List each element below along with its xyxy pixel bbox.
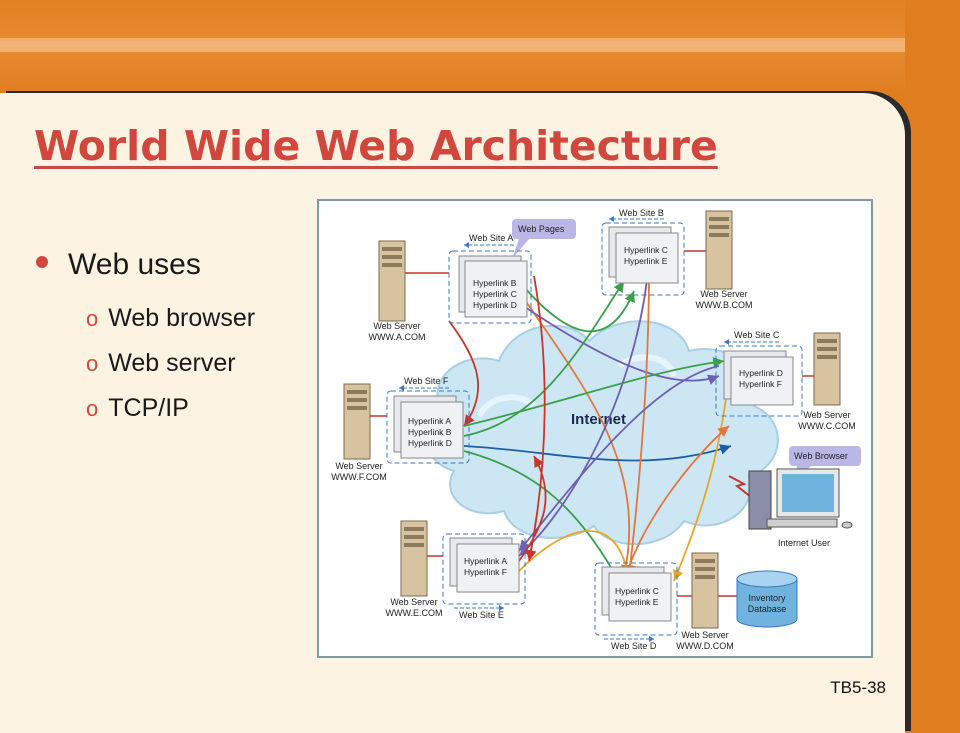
sub-item-tcp-ip: o TCP/IP [86, 394, 189, 423]
database-label-2: Database [748, 604, 787, 614]
site-a-label: Web Site A [469, 233, 513, 243]
site-f: Web Server WWW.F.COM Web Site F Hyperlin… [331, 376, 470, 482]
connection-bolt-icon [728, 475, 752, 498]
server-d-domain: WWW.D.COM [676, 641, 734, 651]
arrow-orange-a-d [518, 290, 632, 577]
site-b-link-2: Hyperlink E [624, 256, 668, 266]
site-b-label: Web Site B [619, 208, 664, 218]
bullet-text: Web uses [68, 248, 201, 281]
web-browser-label: Web Browser [794, 451, 848, 461]
sub-item-text: Web browser [108, 304, 256, 332]
server-d-label: Web Server [681, 630, 728, 640]
site-e-label: Web Site E [459, 610, 504, 620]
www-architecture-diagram: Internet Web Pages Web Server WWW.A.COM [317, 199, 873, 658]
site-c: Web Site C Hyperlink D Hyperlink F Web S… [715, 330, 856, 431]
site-f-label: Web Site F [404, 376, 449, 386]
site-a: Web Server WWW.A.COM Hyperlink B Hyperli… [369, 233, 532, 342]
site-c-link-1: Hyperlink D [739, 368, 783, 378]
right-border [905, 0, 960, 720]
internet-user: Web Browser Internet User [748, 446, 861, 548]
sub-marker-icon: o [86, 396, 99, 421]
bullet-icon [36, 256, 48, 268]
arrow-red-a-f [448, 320, 480, 427]
arrow-purple-b-e [518, 260, 650, 557]
server-a-label: Web Server [373, 321, 420, 331]
diagram-svg: Internet Web Pages Web Server WWW.A.COM [331, 208, 861, 651]
pc-tower-icon [748, 470, 772, 530]
arrow-blue-f-d [463, 444, 732, 462]
keyboard-icon [766, 518, 838, 528]
bullet-item: Web uses [36, 248, 201, 282]
server-c-domain: WWW.C.COM [798, 421, 856, 431]
web-pages-callout: Web Pages [512, 219, 576, 259]
inventory-database: Inventory Database [736, 570, 798, 628]
server-f-label: Web Server [335, 461, 382, 471]
arrow-green-f-c [463, 357, 725, 427]
slide-number: TB5-38 [830, 678, 886, 697]
sub-item-text: Web server [108, 349, 236, 377]
server-e-domain: WWW.E.COM [386, 608, 443, 618]
database-icon [736, 570, 798, 588]
server-c-label: Web Server [803, 410, 850, 420]
server-b-label: Web Server [700, 289, 747, 299]
site-d-link-1: Hyperlink C [615, 586, 659, 596]
web-pages-label: Web Pages [518, 224, 565, 234]
site-f-link-1: Hyperlink A [408, 416, 451, 426]
arrow-green-a-b [518, 280, 635, 333]
site-c-link-2: Hyperlink F [739, 379, 782, 389]
site-a-link-3: Hyperlink D [473, 300, 517, 310]
arrow-green-f-b [463, 280, 625, 437]
mouse-icon [841, 521, 853, 529]
web-browser-callout [789, 446, 861, 466]
site-c-label: Web Site C [734, 330, 780, 340]
sub-marker-icon: o [86, 351, 99, 376]
arrow-yellow-e-d [518, 530, 633, 582]
site-e-link-1: Hyperlink A [464, 556, 507, 566]
sub-item-text: TCP/IP [108, 394, 189, 422]
sub-item-web-server: o Web server [86, 349, 236, 378]
site-e-link-2: Hyperlink F [464, 567, 507, 577]
site-e: Web Server WWW.E.COM Hyperlink A Hyperli… [386, 520, 526, 620]
sub-marker-icon: o [86, 306, 99, 331]
internet-user-label: Internet User [778, 538, 830, 548]
site-d-link-2: Hyperlink E [615, 597, 659, 607]
hyperlink-arrows [448, 260, 732, 607]
server-b-domain: WWW.B.COM [696, 300, 753, 310]
site-b-link-1: Hyperlink C [624, 245, 668, 255]
arrow-orange-b-d [624, 268, 650, 577]
arrow-purple-a-c [518, 302, 720, 385]
slide-title: World Wide Web Architecture [34, 122, 718, 170]
sub-item-web-browser: o Web browser [86, 304, 255, 333]
top-stripe [0, 38, 960, 52]
site-d-label: Web Site D [611, 641, 657, 651]
site-a-link-1: Hyperlink B [473, 278, 517, 288]
site-b: Web Site B Hyperlink C Hyperlink E Web S… [601, 208, 753, 310]
server-a-domain: WWW.A.COM [369, 332, 426, 342]
internet-label: Internet [571, 411, 626, 428]
site-f-link-2: Hyperlink B [408, 427, 452, 437]
server-f-domain: WWW.F.COM [331, 472, 387, 482]
arrow-red-e-f [518, 455, 547, 562]
arrow-red-a-e [525, 275, 546, 562]
site-f-link-3: Hyperlink D [408, 438, 452, 448]
site-d: Hyperlink C Hyperlink E Web Site D Web S… [594, 552, 737, 651]
arrow-green-f-d [463, 450, 620, 582]
server-e-label: Web Server [390, 597, 437, 607]
database-label-1: Inventory [748, 593, 786, 603]
site-a-link-2: Hyperlink C [473, 289, 517, 299]
arrow-yellow-c-d [673, 375, 730, 582]
